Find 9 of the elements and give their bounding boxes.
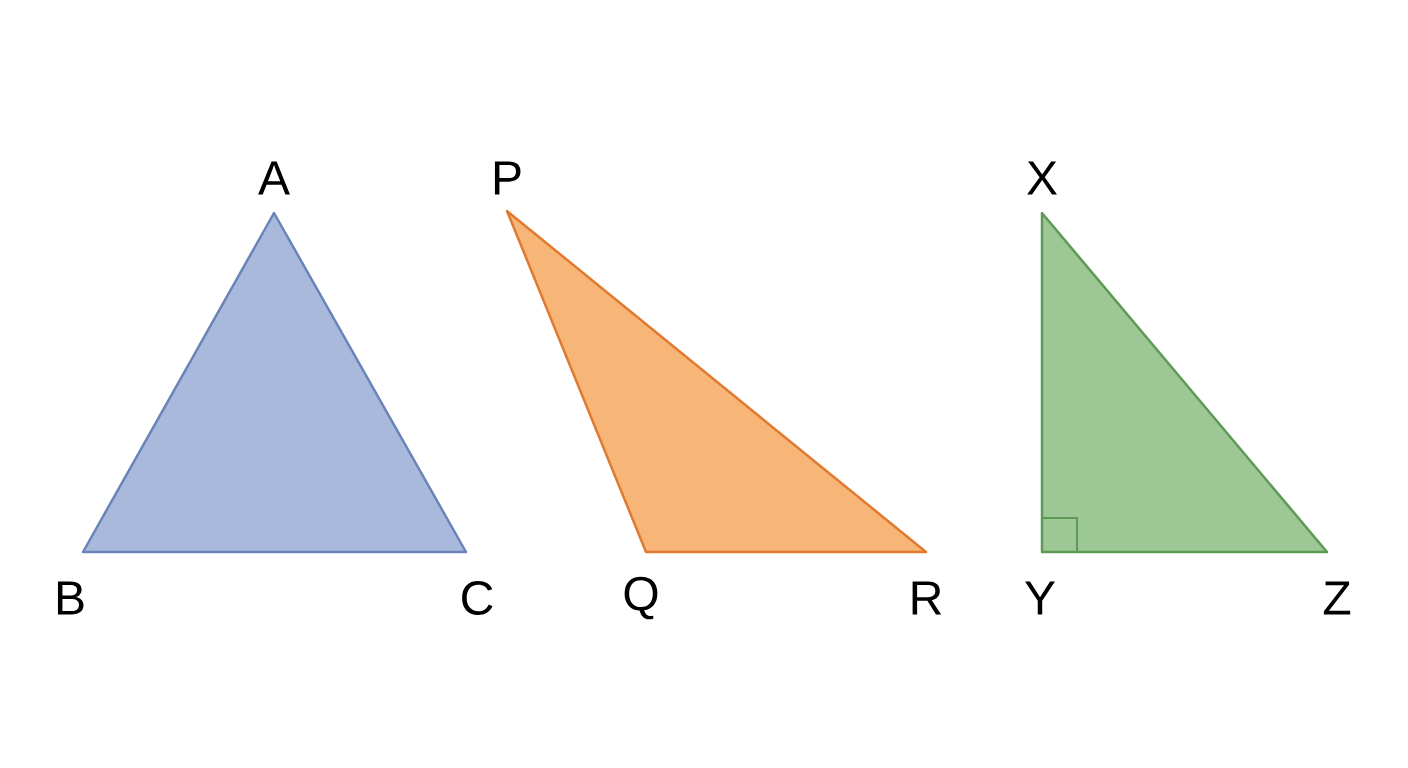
vertex-label: Z	[1323, 581, 1351, 615]
vertex-label: Q	[624, 576, 658, 620]
vertex-label: Y	[1025, 581, 1055, 615]
vertex-label: C	[462, 581, 493, 615]
vertex-label: X	[1027, 161, 1057, 195]
vertex-label: R	[912, 581, 942, 615]
vertex-label: P	[494, 161, 521, 195]
vertex-label: A	[258, 161, 290, 195]
vertex-label: B	[57, 581, 84, 615]
